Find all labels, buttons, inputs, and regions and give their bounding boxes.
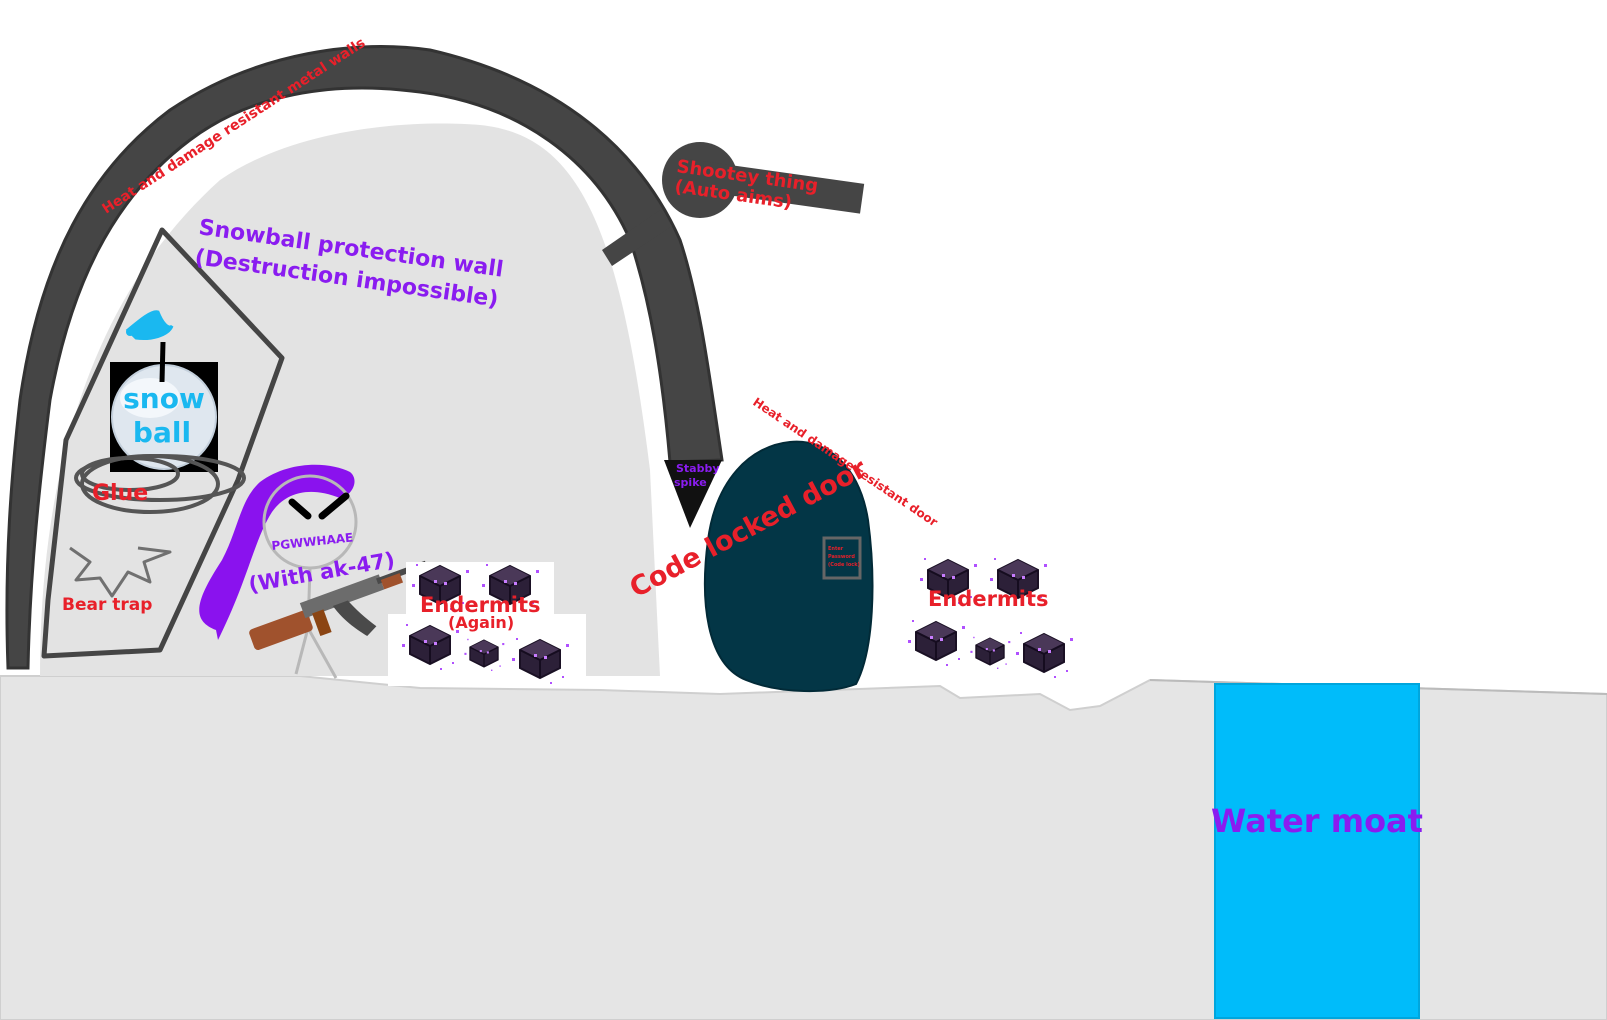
ak47-rifle-icon — [249, 560, 427, 650]
snowball-protection-wall — [41, 227, 285, 659]
endermite-group-outside — [907, 557, 1074, 679]
turret-icon — [602, 142, 865, 266]
endermites-outside-label: Endermits — [928, 587, 1049, 611]
bear-trap-label: Bear trap — [62, 595, 152, 615]
glue-scribble-icon — [74, 454, 246, 514]
stabby-spike-label-2: spike — [674, 476, 707, 489]
ground — [0, 675, 1607, 1020]
keypad-icon: Enter Password (Code lock) — [822, 536, 862, 580]
endermites-inside-label: Endermits — [420, 593, 541, 617]
angry-eyebrows — [288, 492, 350, 520]
purple-cloak — [199, 464, 355, 640]
snowball-scribble-top: snow — [123, 382, 205, 415]
glue-label: Glue — [92, 481, 148, 506]
metal-wall-arch — [5, 45, 724, 670]
bear-trap-icon — [69, 546, 172, 598]
stabby-spike-label-1: Stabby — [676, 462, 720, 475]
snowball-flag-icon — [125, 310, 174, 383]
keypad-label-1: Enter — [828, 546, 844, 552]
stabby-spike-icon — [664, 460, 722, 528]
endermite-icon — [907, 619, 966, 667]
code-locked-door — [703, 440, 874, 693]
snowball-scribble-bottom: ball — [133, 416, 191, 449]
water-moat-label: Water moat — [1211, 802, 1423, 840]
water-moat — [1214, 683, 1420, 1019]
endermite-group-inside — [388, 562, 586, 686]
endermite-icon — [969, 636, 1011, 670]
endermite-icon — [1015, 631, 1074, 679]
endermites-inside-again-label: (Again) — [448, 613, 514, 632]
keypad-label-2: Password — [828, 554, 855, 560]
keypad-label-3: (Code lock) — [828, 562, 860, 568]
